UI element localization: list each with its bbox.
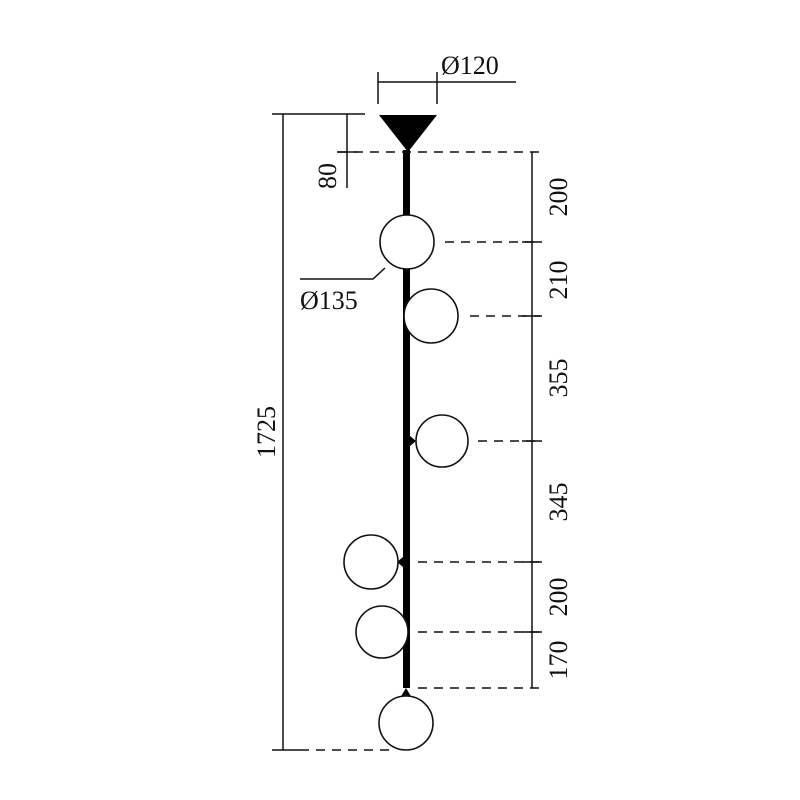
segment-label-4: 345 [544,483,573,522]
segment-label-5: 200 [544,578,573,617]
globe-connector [397,557,403,567]
canopy [379,115,437,152]
globe-4 [343,534,399,590]
globe-3 [415,414,469,468]
total-height-label: 1725 [252,406,281,458]
globe-2 [403,288,459,344]
globe-diameter-leader [300,267,386,280]
segment-ticks [522,241,542,633]
canopy-height-label: 80 [313,163,342,189]
canopy-diameter-label: Ø120 [441,51,499,80]
rod [403,150,410,688]
segment-label-1: 200 [544,178,573,217]
segment-label-3: 355 [544,359,573,398]
segment-label-6: 170 [544,641,573,680]
globe-6 [378,695,434,751]
globe-5 [355,605,409,659]
globe-connector [410,436,416,446]
globe-diameter-label: Ø135 [300,286,358,315]
globe-1 [379,214,435,270]
segment-label-2: 210 [544,261,573,300]
